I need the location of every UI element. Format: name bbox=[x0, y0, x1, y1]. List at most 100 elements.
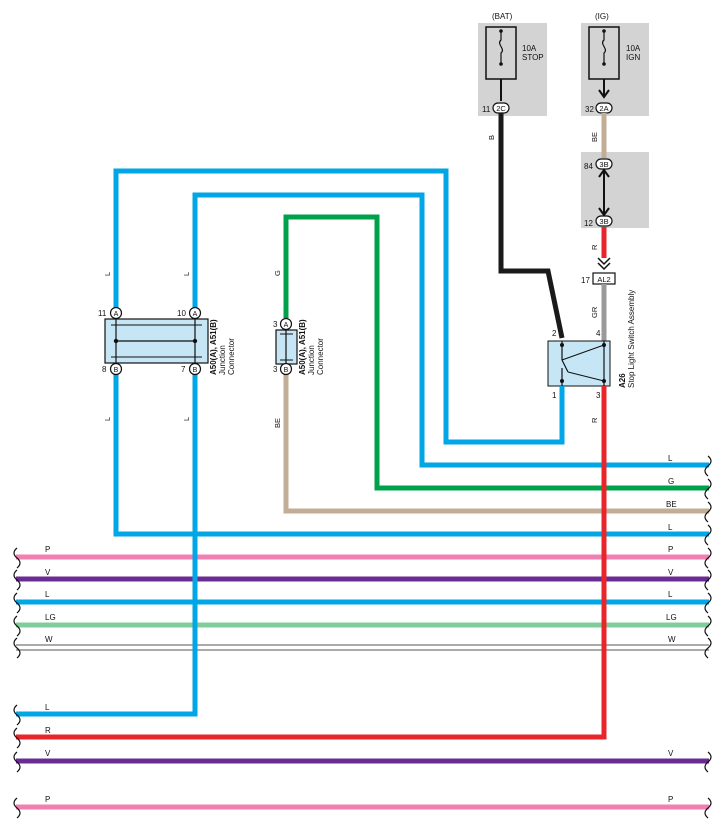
right-label-p-2: P bbox=[668, 795, 673, 804]
right-label-lg: LG bbox=[666, 613, 677, 622]
jc2-term-a bbox=[279, 317, 293, 331]
jc1-code: A50(A), A51(B) bbox=[209, 319, 218, 375]
fuse-bat-node-bot bbox=[499, 62, 503, 66]
jc2-b: B bbox=[284, 367, 289, 374]
fuse-ig-supply: (IG) bbox=[595, 12, 609, 21]
jc1-pin-11: 11 bbox=[98, 309, 107, 318]
wire-l-switch bbox=[113, 168, 565, 445]
switch-node-2 bbox=[560, 379, 564, 383]
wire-label-be-top: BE bbox=[590, 132, 599, 142]
fuse-ig-node-bot bbox=[602, 62, 606, 66]
junction-3b-pin-bot: 12 bbox=[584, 219, 593, 228]
left-label-v-2: V bbox=[45, 749, 51, 758]
bus-w-1 bbox=[16, 644, 709, 651]
left-label-w: W bbox=[45, 635, 53, 644]
jc2-pin-bot: 3 bbox=[273, 365, 278, 374]
fuse-bat-area bbox=[478, 23, 547, 116]
jc1-pin-8: 8 bbox=[102, 365, 107, 374]
right-label-p-1: P bbox=[668, 545, 673, 554]
wire-label-l-left-bot: L bbox=[103, 417, 112, 421]
fuse-bat-supply: (BAT) bbox=[492, 12, 513, 21]
wire-label-r-mid: R bbox=[590, 244, 599, 250]
jc1-term-a-right bbox=[188, 306, 202, 320]
jc1-b-right: B bbox=[193, 367, 198, 374]
left-label-l-2: L bbox=[45, 703, 50, 712]
fuse-bat-symbol bbox=[498, 31, 504, 64]
switch-blade bbox=[561, 359, 569, 373]
jc1-name1: Junction bbox=[218, 345, 227, 375]
wire-label-r-bot: R bbox=[590, 417, 599, 423]
wire-r-bottom bbox=[16, 386, 607, 740]
junction-3b-link bbox=[598, 168, 610, 217]
connector-3b-bot bbox=[595, 215, 613, 227]
right-label-be: BE bbox=[666, 500, 677, 509]
switch-link-2 bbox=[567, 371, 605, 382]
stop-light-switch-box bbox=[547, 340, 611, 387]
fuse-bat-pin: 11 bbox=[482, 105, 491, 114]
jc1-pin-7: 7 bbox=[181, 365, 186, 374]
right-label-v-1: V bbox=[668, 568, 674, 577]
left-label-r: R bbox=[45, 726, 51, 735]
fuse-ig-node-top bbox=[602, 29, 606, 33]
fuse-ig-area bbox=[581, 23, 649, 116]
wire-label-b: B bbox=[487, 135, 496, 140]
switch-pin-1: 1 bbox=[552, 391, 557, 400]
jc2-pin-top: 3 bbox=[273, 320, 278, 329]
right-label-g: G bbox=[668, 477, 674, 486]
left-label-p-1: P bbox=[45, 545, 50, 554]
connector-chevron bbox=[597, 257, 611, 271]
wire-label-be-jc: BE bbox=[273, 418, 282, 428]
jc2-name2: Connector bbox=[316, 338, 325, 375]
jc1-term-b-left bbox=[109, 362, 123, 376]
jc1-node-right bbox=[192, 338, 198, 344]
left-label-v-1: V bbox=[45, 568, 51, 577]
fuse-ig-lead bbox=[598, 79, 610, 99]
switch-pin-3: 3 bbox=[596, 391, 601, 400]
wire-l-lower bbox=[16, 373, 198, 717]
jc2-code: A50(A), A51(B) bbox=[298, 319, 307, 375]
wire-label-l-left-top: L bbox=[103, 272, 112, 276]
switch-code: A26 bbox=[618, 373, 627, 388]
fuse-ig-symbol bbox=[601, 31, 607, 64]
right-label-l-1: L bbox=[668, 454, 673, 463]
jc2-a: A bbox=[284, 322, 289, 329]
connector-2c-label: 2C bbox=[496, 104, 506, 113]
fuse-bat-rating: 10A bbox=[522, 44, 537, 53]
switch-pin-4: 4 bbox=[596, 329, 601, 338]
jc1-a-right: A bbox=[193, 311, 198, 318]
left-label-lg: LG bbox=[45, 613, 56, 622]
jc1-b-left: B bbox=[114, 367, 119, 374]
right-label-l-3: L bbox=[668, 590, 673, 599]
connector-3b-bot-label: 3B bbox=[599, 217, 608, 226]
fuse-ig-name: IGN bbox=[626, 53, 640, 62]
al2-pin: 17 bbox=[581, 276, 590, 285]
wire-label-l-left2-top: L bbox=[182, 272, 191, 276]
jc2-name1: Junction bbox=[307, 345, 316, 375]
connector-3b-top-label: 3B bbox=[599, 160, 608, 169]
wire-label-gr: GR bbox=[590, 306, 599, 318]
jc1-node-left bbox=[113, 338, 119, 344]
jc1-a-left: A bbox=[114, 311, 119, 318]
right-label-w: W bbox=[668, 635, 676, 644]
switch-pin-2: 2 bbox=[552, 329, 557, 338]
jc1-name2: Connector bbox=[227, 338, 236, 375]
right-label-l-2: L bbox=[668, 523, 673, 532]
switch-link-1 bbox=[561, 344, 605, 361]
right-label-v-2: V bbox=[668, 749, 674, 758]
left-label-l-1: L bbox=[45, 590, 50, 599]
jc1-term-a-left bbox=[109, 306, 123, 320]
jc2-term-b bbox=[279, 362, 293, 376]
wire-l-loop2 bbox=[192, 192, 709, 468]
switch-name: Stop Light Switch Assembly bbox=[627, 290, 636, 388]
connector-2a-label: 2A bbox=[599, 104, 608, 113]
fuse-ig-pin: 32 bbox=[585, 105, 594, 114]
junction-3b-pin-top: 84 bbox=[584, 162, 593, 171]
fuse-bat-name: STOP bbox=[522, 53, 544, 62]
left-label-p-2: P bbox=[45, 795, 50, 804]
jc1-term-b-right bbox=[188, 362, 202, 376]
wire-l-jc-bottom bbox=[113, 373, 709, 537]
connector-al2-label: AL2 bbox=[597, 275, 610, 284]
break-marks bbox=[13, 455, 712, 819]
junction-3b-area bbox=[581, 152, 649, 228]
